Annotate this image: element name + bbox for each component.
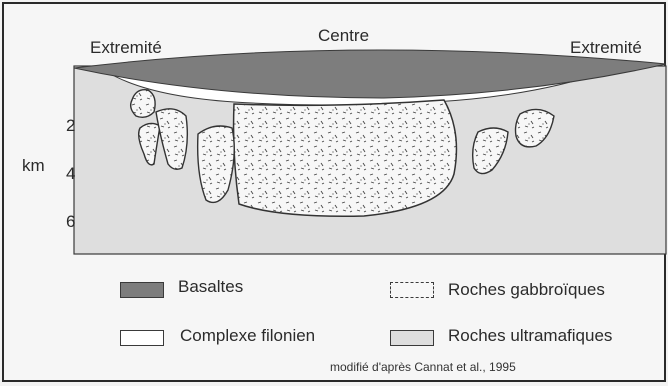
legend-label-dike-complex: Complexe filonien	[180, 326, 315, 346]
legend-swatch-gabbro	[390, 282, 434, 298]
legend-label-ultramafic: Roches ultramafiques	[448, 326, 612, 346]
gabbro-main-body	[234, 100, 457, 216]
depth-tick-2: 2	[66, 116, 75, 136]
legend-swatch-dike-complex	[120, 330, 164, 346]
label-centre: Centre	[318, 26, 369, 46]
label-left-extremity: Extremité	[90, 38, 162, 58]
legend-swatch-ultramafic	[390, 330, 434, 346]
depth-unit-km: km	[22, 156, 45, 176]
legend-label-basalts: Basaltes	[178, 277, 243, 297]
label-right-extremity: Extremité	[570, 38, 642, 58]
depth-tick-6: 6	[66, 212, 75, 232]
legend-swatch-basalts	[120, 282, 164, 298]
depth-tick-4: 4	[66, 164, 75, 184]
legend-label-gabbro: Roches gabbroïques	[448, 280, 605, 300]
source-credit: modifié d'après Cannat et al., 1995	[330, 360, 516, 374]
figure-frame: Extremité Centre Extremité 2 km 4 6 Basa…	[2, 2, 666, 382]
